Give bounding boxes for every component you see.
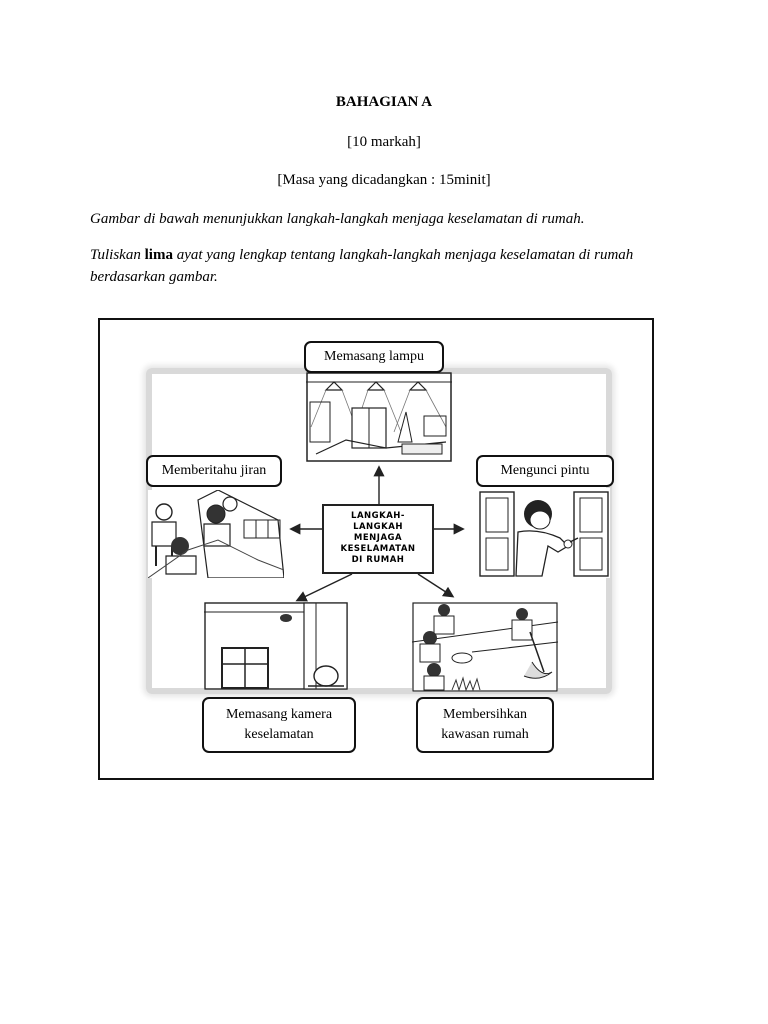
lamp-illustration — [306, 372, 452, 462]
label-memasang-lampu: Memasang lampu — [304, 341, 444, 373]
arrow-down-left — [295, 573, 353, 602]
lock-door-illustration — [478, 488, 610, 578]
arrow-down-right — [417, 573, 455, 598]
center-line-4: KESELAMATAN — [340, 544, 416, 554]
diagram-frame — [98, 318, 654, 780]
center-title-box: LANGKAH- LANGKAH MENJAGA KESELAMATAN DI … — [322, 504, 434, 574]
label-memasang-kamera: Memasang kamera keselamatan — [202, 697, 356, 753]
time-label: [Masa yang dicadangkan : 15minit] — [277, 172, 491, 188]
label-membersihkan-kawasan: Membersihkan kawasan rumah — [416, 697, 554, 753]
camera-illustration — [204, 602, 348, 690]
label-memberitahu-jiran: Memberitahu jiran — [146, 455, 282, 487]
section-heading: BAHAGIAN A — [335, 94, 433, 110]
instruction-line-1: Gambar di bawah menunjukkan langkah-lang… — [90, 211, 585, 227]
center-line-5: DI RUMAH — [351, 555, 405, 565]
center-line-3: MENJAGA — [353, 533, 403, 543]
emphasis-lima: lima — [144, 247, 173, 263]
center-line-2: LANGKAH — [353, 522, 403, 532]
marks-label: [10 markah] — [347, 134, 421, 150]
instruction-line-2: Tuliskan lima ayat yang lengkap tentang … — [90, 247, 634, 285]
label-mengunci-pintu: Mengunci pintu — [476, 455, 614, 487]
neighbours-illustration — [148, 490, 284, 578]
cleaning-illustration — [412, 602, 558, 692]
center-line-1: LANGKAH- — [351, 511, 405, 521]
